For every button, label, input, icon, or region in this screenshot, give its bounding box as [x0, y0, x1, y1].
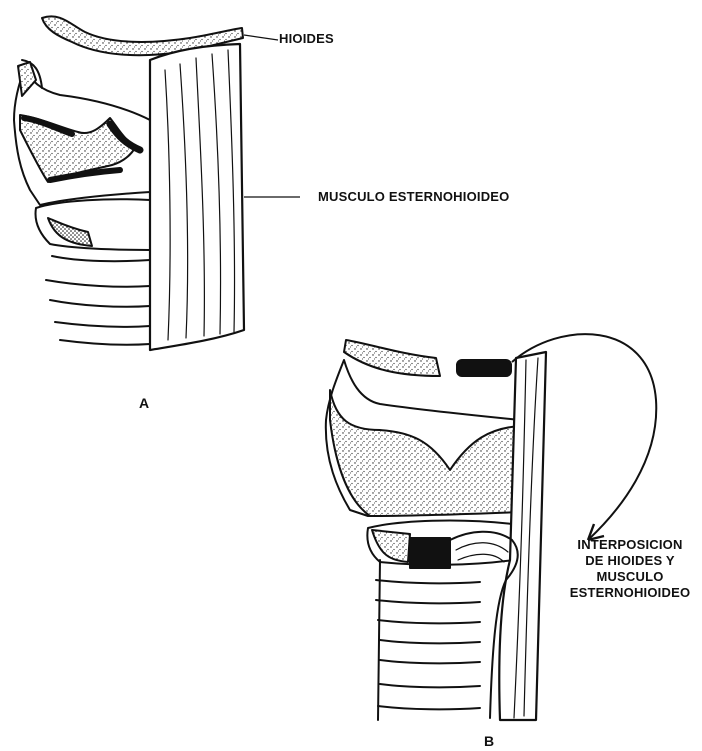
hyoid-bone-b	[344, 340, 440, 376]
hyoid-label: HIOIDES	[279, 31, 334, 46]
interposed-tissue	[410, 538, 450, 568]
interposition-line-2: DE HIOIDES Y	[560, 553, 700, 569]
panel-b-letter: B	[484, 733, 494, 749]
interposition-line-4: ESTERNOHIOIDEO	[560, 585, 700, 601]
panel-b-drawing	[326, 340, 546, 720]
interposition-line-3: MUSCULO	[560, 569, 700, 585]
hyoid-segment-removed	[457, 360, 511, 376]
panel-a-drawing	[14, 16, 244, 350]
interposition-label: INTERPOSICION DE HIOIDES Y MUSCULO ESTER…	[560, 537, 700, 601]
interposition-line-1: INTERPOSICION	[560, 537, 700, 553]
hyoid-leader-line	[244, 35, 278, 40]
sternohyoid-label: MUSCULO ESTERNOHIOIDEO	[318, 189, 509, 204]
panel-a-letter: A	[139, 395, 149, 411]
